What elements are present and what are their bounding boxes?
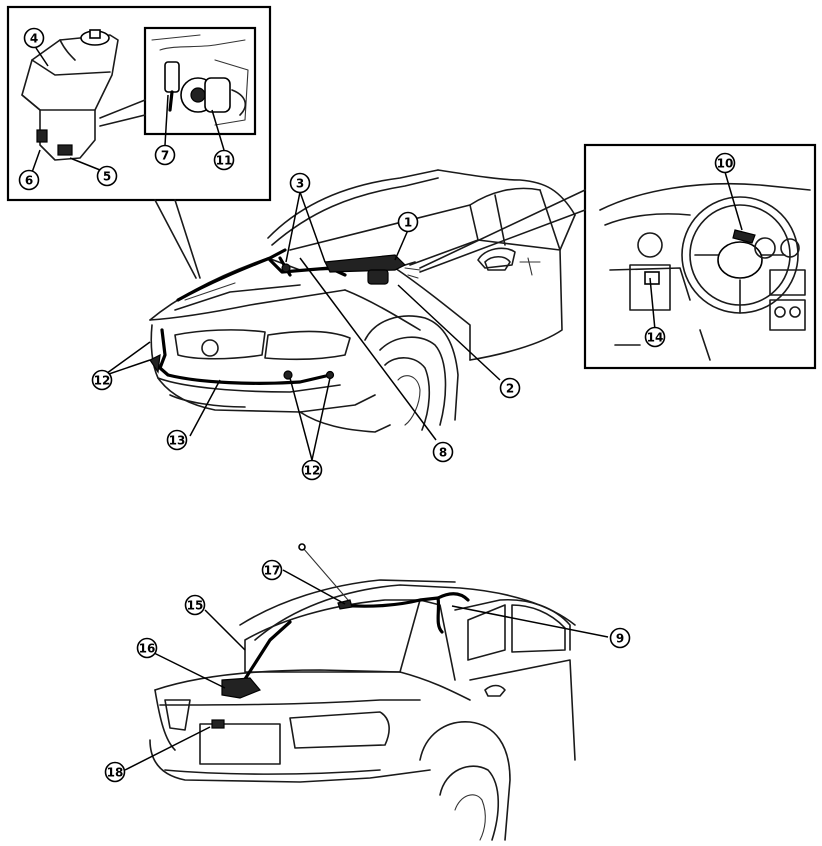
callout-label: 11	[216, 154, 233, 168]
callout-13: 13	[166, 429, 188, 451]
rear-car-drawing	[149, 543, 576, 841]
callout-label: 13	[169, 434, 186, 448]
callout-circle	[261, 559, 283, 581]
callout-label: 7	[161, 149, 169, 163]
callout-label: 3	[296, 177, 304, 191]
callout-circle	[91, 369, 113, 391]
callout-circle	[289, 172, 311, 194]
callout-11: 11	[213, 149, 235, 171]
callout-9: 9	[609, 627, 631, 649]
callout-label: 2	[506, 382, 514, 396]
callout-circle	[154, 144, 176, 166]
callout-label: 15	[187, 599, 204, 613]
callout-circle	[499, 377, 521, 399]
callout-15: 15	[184, 594, 206, 616]
callout-label: 12	[304, 464, 321, 478]
callout-label: 6	[25, 174, 33, 188]
callout-circle	[136, 637, 158, 659]
callout-label: 16	[139, 642, 156, 656]
inset-pointer	[419, 209, 586, 273]
inset-pointer	[419, 189, 586, 269]
callout-16: 16	[136, 637, 158, 659]
callout-circle	[301, 459, 323, 481]
callout-circle	[18, 169, 40, 191]
callout-3: 3	[289, 172, 311, 194]
callout-circle	[432, 441, 454, 463]
callout-label: 4	[30, 32, 38, 46]
callout-circle	[23, 27, 45, 49]
callout-1: 1	[397, 211, 419, 233]
dashboard-inset	[583, 143, 817, 370]
callout-6: 6	[18, 169, 40, 191]
callout-circle	[166, 429, 188, 451]
reservoir-inset	[6, 5, 272, 202]
callout-circle	[644, 326, 666, 348]
callout-label: 14	[647, 331, 664, 345]
callout-2: 2	[499, 377, 521, 399]
callout-17: 17	[261, 559, 283, 581]
callout-circle	[184, 594, 206, 616]
callout-12: 12	[91, 369, 113, 391]
callout-label: 12	[94, 374, 111, 388]
callout-label: 17	[264, 564, 281, 578]
callout-5: 5	[96, 165, 118, 187]
callout-circle	[213, 149, 235, 171]
callout-label: 18	[107, 766, 124, 780]
callout-12: 12	[301, 459, 323, 481]
callout-label: 5	[103, 170, 111, 184]
callout-circle	[609, 627, 631, 649]
callout-8: 8	[432, 441, 454, 463]
front-car-drawing	[149, 169, 576, 433]
inset-pointer	[154, 199, 197, 279]
callout-label: 10	[717, 157, 734, 171]
callout-circle	[104, 761, 126, 783]
leader-lines	[29, 47, 743, 771]
callout-label: 8	[439, 446, 447, 460]
callout-label: 1	[404, 216, 412, 230]
callout-4: 4	[23, 27, 45, 49]
callout-7: 7	[154, 144, 176, 166]
callout-18: 18	[104, 761, 126, 783]
inset-pointer	[174, 199, 201, 279]
callout-circle	[96, 165, 118, 187]
callout-circle	[714, 152, 736, 174]
callout-14: 14	[644, 326, 666, 348]
callout-label: 9	[616, 632, 624, 646]
callout-circle	[397, 211, 419, 233]
callout-10: 10	[714, 152, 736, 174]
